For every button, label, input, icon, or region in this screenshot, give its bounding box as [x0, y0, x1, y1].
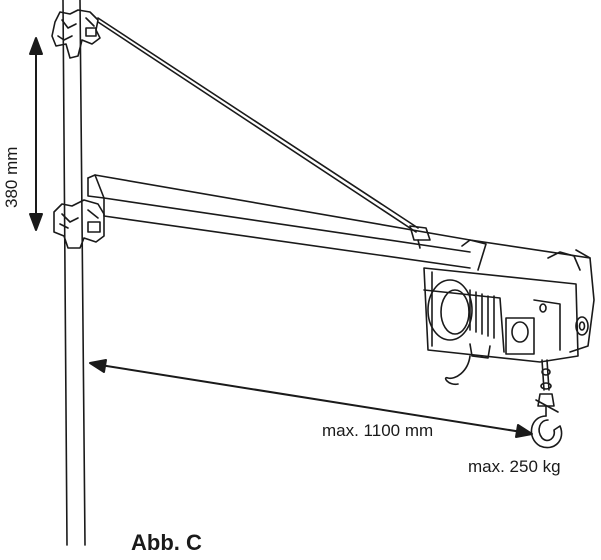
boom-arm	[87, 174, 591, 269]
height-dimension-label: 380 mm	[2, 146, 21, 208]
mast	[62, 0, 86, 546]
reach-dimension-arrow	[89, 359, 533, 438]
height-dimension-arrow	[29, 37, 43, 231]
lower-clamp	[53, 199, 105, 249]
boom-rope-clamp	[409, 225, 431, 249]
upper-clamp	[51, 9, 101, 59]
electric-hoist	[423, 267, 579, 363]
power-cable	[444, 355, 471, 386]
hook-assembly	[530, 359, 563, 449]
reach-dimension-label: max. 1100 mm	[322, 421, 434, 440]
boom-end-bracket	[461, 239, 595, 353]
figure-caption: Abb. C	[131, 530, 202, 555]
max-load-label: max. 250 kg	[468, 457, 561, 476]
tension-rope	[97, 17, 419, 233]
